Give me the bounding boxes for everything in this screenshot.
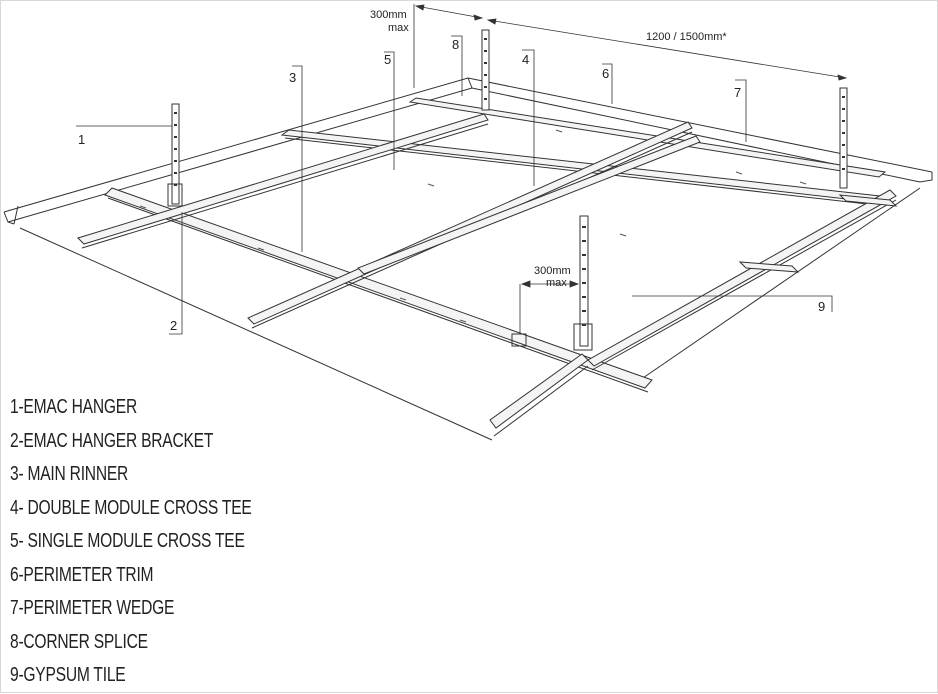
hanger-perforations (174, 38, 845, 326)
hanger-brackets (167, 183, 593, 351)
legend-item-4: 4- DOUBLE MODULE CROSS TEE (10, 496, 252, 519)
callout-2: 2 (170, 318, 177, 333)
hanger-left (171, 103, 180, 205)
callout-1: 1 (78, 132, 85, 147)
cross-tees (77, 113, 898, 437)
legend-item-2: 2-EMAC HANGER BRACKET (10, 429, 214, 452)
legend-item-6: 6-PERIMETER TRIM (10, 563, 154, 586)
floor-edges (19, 187, 921, 441)
hanger-front (579, 215, 589, 347)
callout-3: 3 (289, 70, 296, 85)
dim-top-max-line2: max (388, 22, 409, 34)
runner-slots (139, 129, 807, 323)
callout-4: 4 (522, 52, 529, 67)
dim-mid-max-line1: 300mm (534, 265, 571, 277)
legend-item-5: 5- SINGLE MODULE CROSS TEE (10, 530, 245, 552)
dimension-lines (413, 4, 848, 334)
legend-item-7: 7-PERIMETER WEDGE (10, 597, 175, 619)
callout-6: 6 (602, 66, 609, 81)
callout-7: 7 (734, 85, 741, 100)
callout-9: 9 (818, 299, 825, 314)
hanger-right (839, 87, 848, 189)
main-runners (104, 97, 887, 393)
hangers (171, 29, 848, 347)
callout-8: 8 (452, 37, 459, 52)
hanger-back (481, 29, 490, 111)
legend-item-3: 3- MAIN RINNER (10, 463, 129, 485)
legend-item-1: 1-EMAC HANGER (10, 396, 137, 418)
legend: 1-EMAC HANGER 2-EMAC HANGER BRACKET 3- M… (10, 392, 320, 694)
callout-5: 5 (384, 52, 391, 67)
dim-top-max-line1: 300mm (370, 9, 407, 21)
dim-span: 1200 / 1500mm* (646, 31, 727, 43)
leader-lines (76, 35, 833, 335)
legend-item-8: 8-CORNER SPLICE (10, 630, 148, 653)
dim-mid-max-line2: max (546, 277, 567, 289)
perimeter-trim (3, 77, 933, 225)
legend-item-9: 9-GYPSUM TILE (10, 664, 126, 686)
